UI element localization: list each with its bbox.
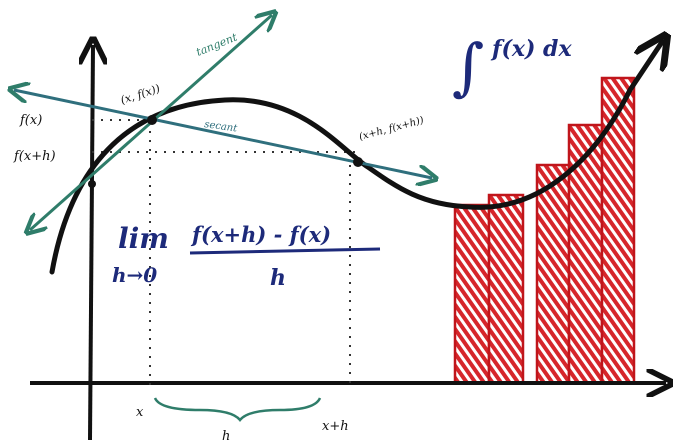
label-f-x: f(x) <box>19 113 42 128</box>
riemann-bar-3 <box>535 163 571 385</box>
point-x <box>147 115 157 125</box>
guide-lines <box>92 119 355 390</box>
point-y-intercept <box>88 180 96 188</box>
riemann-bar-4 <box>567 123 604 385</box>
label-tangent: tangent <box>194 30 239 58</box>
label-h: h <box>222 429 230 444</box>
limit-numerator: f(x+h) - f(x) <box>190 222 331 247</box>
h-brace <box>153 397 322 422</box>
integral-sign: ∫ <box>452 30 484 103</box>
integral-integrand: f(x) dx <box>490 36 572 62</box>
riemann-bar-5 <box>600 76 636 385</box>
riemann-bar-2 <box>487 193 525 385</box>
y-axis <box>90 45 93 441</box>
label-point-b: (x+h, f(x+h)) <box>358 115 425 143</box>
limit-lim: lim <box>118 222 169 255</box>
riemann-bars <box>453 76 636 385</box>
label-x-plus-h-tick: x+h <box>322 419 349 434</box>
label-x-tick: x <box>136 405 144 420</box>
fraction-bar <box>189 247 381 255</box>
riemann-bar-1 <box>453 203 491 385</box>
label-point-a: (x, f(x)) <box>119 82 162 107</box>
limit-denominator: h <box>270 265 286 291</box>
label-secant: secant <box>204 119 239 135</box>
label-f-x-plus-h: f(x+h) <box>13 149 56 164</box>
point-x-plus-h <box>353 157 363 167</box>
limit-subscript: h→0 <box>112 263 157 287</box>
